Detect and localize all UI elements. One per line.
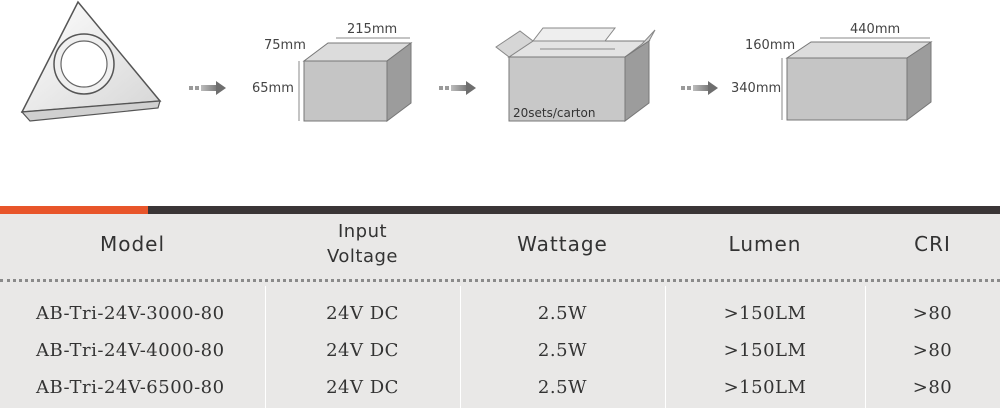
box1-width-label: 75mm xyxy=(264,38,306,53)
open-carton-icon xyxy=(495,27,656,122)
table-header-row: Model Input Voltage Wattage Lumen CRI xyxy=(0,214,1000,274)
header-cri: CRI xyxy=(914,231,951,256)
cell-lumen: >150LM xyxy=(723,302,807,324)
header-wattage: Wattage xyxy=(517,231,608,256)
arrow-right-icon xyxy=(681,81,718,95)
cell-cri: >80 xyxy=(912,376,953,398)
box1-height-label: 65mm xyxy=(252,81,294,96)
header-input-line1: Input xyxy=(337,221,388,242)
header-model: Model xyxy=(99,231,166,256)
cell-cri: >80 xyxy=(912,302,953,324)
column-divider xyxy=(865,286,866,408)
cell-lumen: >150LM xyxy=(723,339,807,361)
column-divider xyxy=(665,286,666,408)
header-input-line2: Voltage xyxy=(326,246,399,267)
cell-voltage: 24V DC xyxy=(326,339,399,361)
column-divider xyxy=(265,286,266,408)
cell-wattage: 2.5W xyxy=(537,376,588,398)
table-row: AB-Tri-24V-6500-80 24V DC 2.5W >150LM >8… xyxy=(0,370,1000,404)
cell-voltage: 24V DC xyxy=(326,376,399,398)
table-row: AB-Tri-24V-4000-80 24V DC 2.5W >150LM >8… xyxy=(0,333,1000,367)
cell-voltage: 24V DC xyxy=(326,302,399,324)
master-carton-icon xyxy=(781,37,933,121)
accent-bar xyxy=(0,206,148,214)
spec-table: Model Input Voltage Wattage Lumen CRI AB… xyxy=(0,214,1000,408)
cell-model: AB-Tri-24V-6500-80 xyxy=(36,376,225,398)
header-input-voltage: Input Voltage xyxy=(265,214,460,274)
packaging-diagram: 215mm 75mm 65mm 20sets/carton xyxy=(0,0,1000,200)
cell-cri: >80 xyxy=(912,339,953,361)
cell-wattage: 2.5W xyxy=(537,302,588,324)
cell-wattage: 2.5W xyxy=(537,339,588,361)
table-row: AB-Tri-24V-3000-80 24V DC 2.5W >150LM >8… xyxy=(0,296,1000,330)
arrow-right-icon xyxy=(189,81,226,95)
carton-quantity-label: 20sets/carton xyxy=(513,106,595,120)
box2-length-label: 440mm xyxy=(850,22,900,37)
box1-length-label: 215mm xyxy=(347,22,397,37)
box2-width-label: 160mm xyxy=(745,38,795,53)
single-box-icon xyxy=(298,37,413,122)
cell-lumen: >150LM xyxy=(723,376,807,398)
cell-model: AB-Tri-24V-3000-80 xyxy=(36,302,225,324)
box2-height-label: 340mm xyxy=(731,81,781,96)
arrow-right-icon xyxy=(439,81,476,95)
header-lumen: Lumen xyxy=(728,231,802,256)
header-bar xyxy=(148,206,1000,214)
header-divider xyxy=(0,279,1000,282)
cell-model: AB-Tri-24V-4000-80 xyxy=(36,339,225,361)
triangle-light-icon xyxy=(20,0,162,122)
column-divider xyxy=(460,286,461,408)
